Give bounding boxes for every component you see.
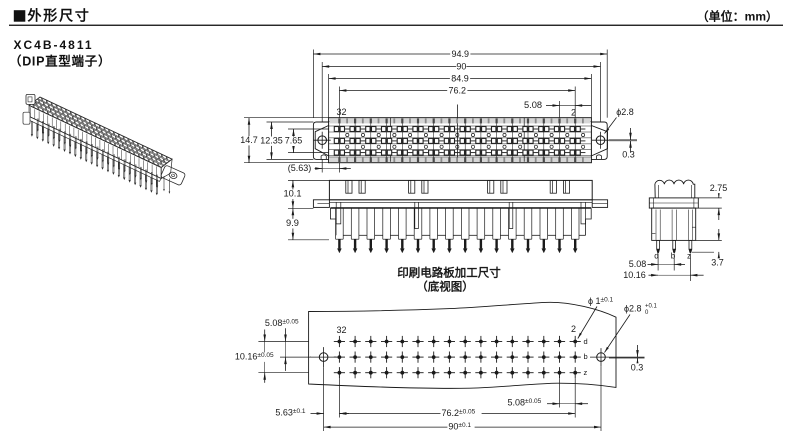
svg-text:32: 32 [336,325,346,335]
svg-text:外形尺寸: 外形尺寸 [28,8,91,24]
svg-text:5.08±0.05: 5.08±0.05 [265,318,299,328]
svg-text:(5.63): (5.63) [288,163,312,173]
svg-text:d: d [654,252,658,261]
svg-text:84.9: 84.9 [451,73,469,83]
svg-text:ϕ2.8: ϕ2.8 [624,303,642,313]
svg-text:ϕ 1±0.1: ϕ 1±0.1 [588,296,614,306]
svg-text:10.1: 10.1 [283,189,301,199]
svg-text:94.9: 94.9 [452,49,470,59]
svg-text:10.16±0.05: 10.16±0.05 [235,352,274,362]
svg-text:b: b [584,352,588,361]
svg-text:12.35: 12.35 [260,136,283,146]
svg-text:3.7: 3.7 [711,257,724,267]
svg-text:z: z [584,368,588,377]
svg-text:7.65: 7.65 [285,136,303,146]
svg-text:5.08: 5.08 [629,259,647,269]
svg-text:印刷电路板加工尺寸: 印刷电路板加工尺寸 [397,266,501,280]
svg-text:32: 32 [336,107,346,117]
svg-text:76.2: 76.2 [449,85,467,95]
svg-text:2: 2 [571,107,576,117]
svg-text:2.75: 2.75 [710,183,728,193]
svg-text:z: z [687,252,691,261]
svg-text:2: 2 [571,324,576,334]
svg-text:0.3: 0.3 [631,362,644,372]
svg-text:5.08±0.05: 5.08±0.05 [508,397,542,407]
svg-text:90±0.1: 90±0.1 [448,421,471,431]
svg-text:ϕ2.8: ϕ2.8 [616,107,634,117]
svg-text:0.3: 0.3 [622,149,635,159]
svg-text:5.63±0.1: 5.63±0.1 [275,408,306,418]
svg-text:9.9: 9.9 [286,218,299,228]
svg-text:b: b [671,252,676,261]
svg-text:10.16: 10.16 [623,270,646,280]
svg-text:0: 0 [645,310,649,316]
svg-text:90: 90 [456,61,466,71]
svg-text:（DIP直型端子）: （DIP直型端子） [9,53,111,68]
svg-text:（单位：mm）: （单位：mm） [697,9,778,24]
svg-text:+0.1: +0.1 [645,304,658,310]
svg-text:XC4B-4811: XC4B-4811 [14,38,94,52]
svg-text:76.2±0.05: 76.2±0.05 [442,408,476,418]
svg-text:5.08: 5.08 [524,100,542,110]
svg-text:d: d [584,337,588,346]
svg-text:（底视图）: （底视图） [416,280,474,294]
svg-text:14.7: 14.7 [240,135,258,145]
